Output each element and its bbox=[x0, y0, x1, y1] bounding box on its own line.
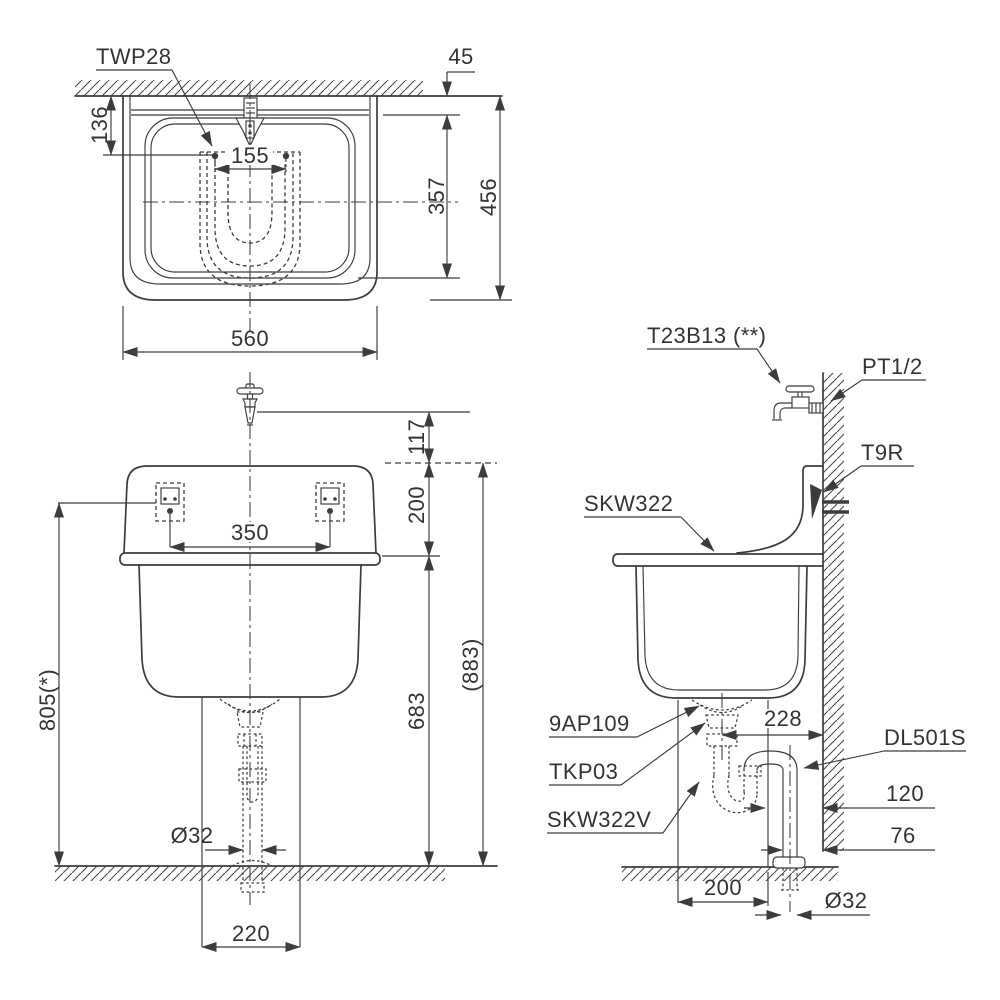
dim-text-560: 560 bbox=[231, 326, 269, 351]
label-text-dl501s: DL501S bbox=[884, 725, 966, 750]
faucet-handle-side bbox=[785, 385, 815, 393]
labels-side: T23B13 (**) PT1/2 T9R SKW322 9AP109 bbox=[547, 323, 966, 834]
dim-text-228: 228 bbox=[764, 706, 802, 731]
drain-locknut-side bbox=[706, 733, 738, 747]
leader-9ap109 bbox=[636, 705, 700, 738]
sink-rim-edge-top bbox=[129, 96, 371, 285]
dimensions-top: 136 155 45 357 456 560 bbox=[87, 44, 512, 360]
dim-text-76: 76 bbox=[890, 823, 915, 848]
standpipe-floor-flange bbox=[772, 856, 806, 869]
bracket-u-outer bbox=[199, 152, 301, 287]
label-t23b13: T23B13 (**) bbox=[647, 323, 781, 384]
label-text-tkp03: TKP03 bbox=[549, 759, 618, 784]
basin-inner-side bbox=[642, 565, 800, 691]
slip-nut-front bbox=[238, 768, 267, 783]
leader-t23b13 bbox=[756, 348, 781, 384]
leader-pt12 bbox=[830, 379, 863, 402]
dim-text-136: 136 bbox=[87, 106, 112, 144]
dim-text-45: 45 bbox=[448, 44, 473, 69]
faucet-spout-side bbox=[773, 402, 792, 419]
hanger-arrow-shape bbox=[810, 484, 822, 519]
front-view: 117 200 683 (883) 805(*) 350 Ø32 220 bbox=[35, 372, 498, 952]
leader-skw322v bbox=[662, 781, 700, 834]
mount-hole-left bbox=[155, 482, 185, 547]
label-twp28: TWP28 bbox=[96, 44, 213, 147]
label-text-pt12: PT1/2 bbox=[862, 354, 923, 379]
dim-text-155: 155 bbox=[231, 143, 269, 168]
faucet-spout-front bbox=[244, 406, 256, 424]
trap-u-inner bbox=[727, 774, 745, 802]
leader-twp28 bbox=[171, 69, 213, 147]
label-text-t9r: T9R bbox=[861, 440, 904, 465]
bracket-u-second bbox=[206, 152, 294, 279]
dimensions-front: 117 200 683 (883) 805(*) 350 Ø32 220 bbox=[35, 411, 488, 952]
hanger-hole-left bbox=[211, 152, 219, 160]
strainer-flange-side bbox=[691, 699, 753, 711]
dim-text-200-front: 200 bbox=[404, 486, 429, 524]
backsplash-profile-side bbox=[736, 465, 824, 554]
floor-section-front bbox=[54, 865, 498, 881]
sink-outline-side bbox=[612, 465, 824, 699]
dim-text-200-side: 200 bbox=[704, 875, 742, 900]
backsplash-front bbox=[123, 465, 377, 554]
standpipe-outer bbox=[743, 750, 798, 857]
dim-text-120: 120 bbox=[886, 781, 924, 806]
dim-text-220: 220 bbox=[232, 921, 270, 946]
centerlines-top bbox=[143, 84, 458, 332]
label-text-9ap109: 9AP109 bbox=[549, 711, 630, 736]
label-tkp03: TKP03 bbox=[549, 722, 706, 786]
label-t9r: T9R bbox=[823, 440, 914, 493]
leader-t9r bbox=[823, 465, 862, 493]
mount-hole-right bbox=[315, 482, 345, 547]
dimensions-side: 228 120 76 200 Ø32 bbox=[677, 706, 935, 920]
dim-text-350: 350 bbox=[231, 520, 269, 545]
trap-slip-nut bbox=[738, 765, 762, 777]
wall-section-top bbox=[74, 80, 503, 97]
label-text-skw322v: SKW322V bbox=[547, 807, 651, 832]
wall-hatch-top bbox=[75, 80, 423, 96]
label-9ap109: 9AP109 bbox=[549, 705, 700, 738]
dim-text-117: 117 bbox=[404, 419, 429, 455]
dim-text-883: (883) bbox=[458, 638, 483, 691]
label-text-twp28: TWP28 bbox=[96, 44, 171, 69]
rim-front-edge-side bbox=[612, 553, 619, 567]
basin-outer-side bbox=[635, 565, 808, 699]
faucet-body-side bbox=[791, 396, 810, 409]
label-skw322v: SKW322V bbox=[547, 781, 700, 834]
dim-text-357: 357 bbox=[424, 177, 449, 215]
label-text-t23b13: T23B13 (**) bbox=[647, 323, 766, 348]
faucet-symbol-side bbox=[772, 385, 824, 421]
wall-section-side bbox=[822, 372, 844, 852]
leader-tkp03 bbox=[620, 722, 706, 786]
dim-text-805: 805(*) bbox=[35, 669, 60, 731]
leader-dl501s bbox=[803, 750, 885, 770]
label-pt12: PT1/2 bbox=[830, 354, 926, 402]
label-dl501s: DL501S bbox=[803, 725, 966, 770]
standpipe-inner bbox=[756, 763, 784, 857]
label-skw322: SKW322 bbox=[584, 491, 715, 552]
trap-u-outer bbox=[712, 774, 758, 814]
drain-trap-side bbox=[691, 693, 806, 912]
top-view: 136 155 45 357 456 560 TWP28 bbox=[74, 44, 512, 360]
floor-flange-front bbox=[231, 859, 273, 867]
bracket-u-inner bbox=[227, 170, 273, 244]
floor-hatch-side bbox=[622, 867, 838, 881]
dim-text-dia32-side: Ø32 bbox=[825, 888, 868, 913]
dim-text-dia32-front: Ø32 bbox=[171, 823, 214, 848]
dim-text-683: 683 bbox=[404, 692, 429, 730]
hanger-bracket-side bbox=[810, 484, 849, 519]
wall-hatch-side bbox=[823, 373, 844, 851]
dim-text-456: 456 bbox=[476, 178, 501, 216]
hanger-hole-right bbox=[282, 152, 290, 160]
leader-skw322 bbox=[680, 516, 715, 552]
side-view: 228 120 76 200 Ø32 T23B13 (**) PT bbox=[547, 323, 966, 920]
label-text-skw322: SKW322 bbox=[584, 491, 673, 516]
